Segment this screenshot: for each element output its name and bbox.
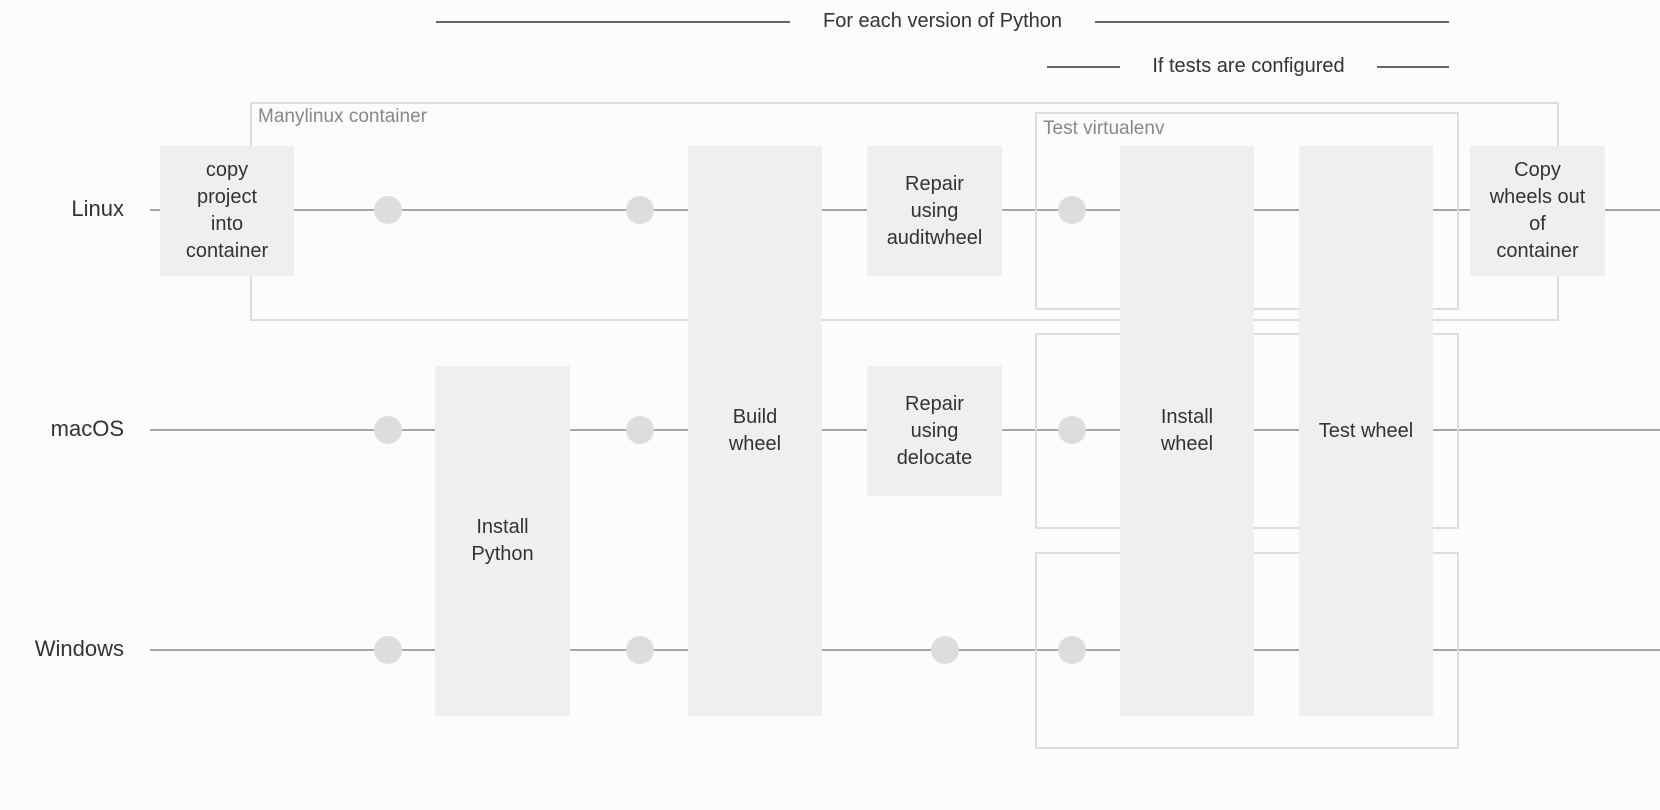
platform-label-linux: Linux <box>71 196 124 221</box>
node <box>931 636 959 664</box>
header-per-python: For each version of Python <box>822 10 1062 32</box>
node <box>626 196 654 224</box>
step-test-wheel: Test wheel <box>1299 146 1433 716</box>
node <box>1058 416 1086 444</box>
node <box>374 416 402 444</box>
step-install-wheel: Install wheel <box>1120 146 1254 716</box>
node <box>1058 636 1086 664</box>
node <box>374 196 402 224</box>
node <box>626 636 654 664</box>
test-venv-label: Test virtualenv <box>1043 118 1165 139</box>
step-build-wheel: Build wheel <box>688 146 822 716</box>
step-copy-into-container: copy project into container <box>160 146 294 276</box>
node <box>1058 196 1086 224</box>
header-if-tests: If tests are configured <box>1152 55 1345 77</box>
step-repair-auditwheel: Repair using auditwheel <box>867 146 1002 276</box>
platform-label-windows: Windows <box>34 636 124 661</box>
node <box>374 636 402 664</box>
step-repair-delocate: Repair using delocate <box>867 366 1002 496</box>
platform-label-macos: macOS <box>50 416 124 441</box>
manylinux-container-label: Manylinux container <box>258 106 427 127</box>
step-install-python: Install Python <box>435 366 570 716</box>
step-copy-wheels-out: Copy wheels out of container <box>1470 146 1605 276</box>
node <box>626 416 654 444</box>
